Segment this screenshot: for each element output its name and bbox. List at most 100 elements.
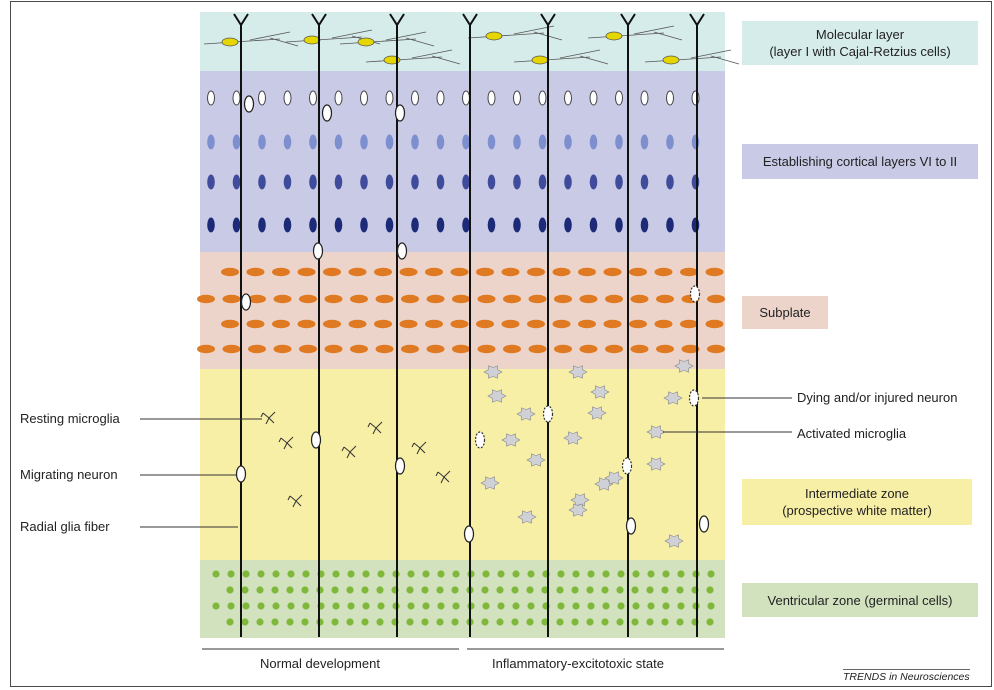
activated-microglia	[604, 471, 624, 485]
cortical-neuron	[360, 174, 368, 190]
subplate-neuron	[680, 267, 698, 277]
subplate-neuron	[705, 319, 724, 329]
migrating-neuron	[625, 517, 637, 535]
subplate-neuron	[603, 319, 622, 329]
germinal-cell	[706, 618, 714, 626]
germinal-cell	[407, 602, 415, 610]
intermediate-zone-title: Intermediate zone	[804, 486, 910, 501]
subplate-neuron	[603, 267, 622, 277]
subplate-neuron	[273, 344, 292, 354]
dying-neuron	[474, 431, 486, 449]
subplate-neuron	[450, 267, 469, 277]
germinal-cell	[647, 570, 655, 578]
immature-neuron	[283, 90, 292, 106]
germinal-cell	[256, 618, 264, 626]
germinal-cell	[376, 618, 384, 626]
germinal-cell	[347, 602, 355, 610]
intermediate-zone-subtitle: (prospective white matter)	[782, 503, 932, 518]
subplate-neuron	[552, 319, 571, 329]
migrating-neuron	[235, 465, 247, 483]
germinal-cell	[407, 570, 415, 578]
germinal-cell	[257, 602, 265, 610]
germinal-cell	[586, 586, 594, 594]
germinal-cell	[526, 586, 534, 594]
subplate-neuron	[501, 267, 520, 277]
molecular-layer-label-box	[742, 21, 978, 65]
germinal-cell	[437, 570, 445, 578]
germinal-cell	[422, 602, 430, 610]
subplate-neuron	[680, 319, 698, 329]
activated-microglia	[646, 457, 666, 471]
dying-neuron	[621, 457, 633, 475]
cortical-neuron	[360, 217, 368, 233]
germinal-cell	[497, 570, 505, 578]
subplate-neuron	[425, 267, 443, 277]
subplate-neuron	[476, 319, 494, 329]
immature-neuron	[666, 90, 674, 106]
germinal-cell	[452, 602, 460, 610]
activated-microglia	[517, 510, 537, 524]
migrating-neuron	[698, 515, 710, 533]
resting-microglia	[260, 411, 276, 425]
molecular-layer-subtitle: (layer I with Cajal-Retzius cells)	[769, 44, 951, 59]
cortical-neuron	[360, 134, 368, 150]
subplate-neuron	[374, 267, 392, 277]
germinal-cell	[617, 570, 625, 578]
activated-microglia	[590, 385, 610, 399]
germinal-cell	[587, 602, 595, 610]
germinal-cell	[362, 602, 370, 610]
cortical-neuron	[385, 217, 394, 233]
subplate-neuron	[707, 294, 725, 304]
cortical-neuron	[334, 174, 343, 190]
immature-neuron	[411, 90, 419, 106]
germinal-cell	[302, 602, 310, 610]
migrating-neuron	[463, 525, 475, 543]
activated-microglia	[501, 433, 521, 447]
radial-glia-endfoot	[462, 13, 478, 27]
subplate-neuron	[426, 344, 445, 354]
germinal-cell	[707, 602, 715, 610]
subplate-neuron	[348, 267, 367, 277]
cortical-neuron	[589, 174, 598, 190]
germinal-cell	[287, 602, 295, 610]
germinal-cell	[271, 586, 279, 594]
subplate-label: Subplate	[742, 296, 828, 329]
subplate-neuron	[579, 294, 598, 304]
cortical-neuron	[385, 174, 394, 190]
subplate-neuron	[399, 267, 418, 277]
subplate-neuron	[503, 294, 521, 304]
cortical-neuron	[283, 217, 292, 233]
cortical-neuron	[691, 174, 700, 190]
subplate-label-box	[742, 296, 828, 329]
germinal-cell	[451, 586, 459, 594]
germinal-cell	[271, 618, 279, 626]
cortical-neuron	[462, 217, 470, 233]
germinal-cell	[677, 602, 685, 610]
cortical-neuron	[232, 134, 241, 150]
radial-glia-endfoot	[233, 13, 249, 27]
immature-neuron	[309, 90, 317, 106]
subplate-neuron	[654, 319, 673, 329]
subplate-neuron	[452, 294, 470, 304]
subplate-neuron	[578, 267, 596, 277]
germinal-cell	[557, 602, 565, 610]
activated-microglia-label: Activated microglia	[797, 426, 907, 441]
subplate-neuron	[450, 319, 469, 329]
ventricular-zone-title: Ventricular zone (germinal cells)	[767, 592, 953, 608]
germinal-cell	[541, 618, 549, 626]
molecular-layer-band	[200, 12, 725, 71]
cortical-neuron	[640, 174, 649, 190]
germinal-cell	[451, 618, 459, 626]
subplate-neuron	[605, 344, 623, 354]
activated-microglia	[570, 493, 590, 507]
germinal-cell	[331, 618, 339, 626]
cortical-neuron	[513, 134, 521, 150]
subplate-neuron	[630, 294, 649, 304]
subplate-neuron	[222, 344, 241, 354]
germinal-cell	[496, 586, 504, 594]
normal-development-label: Normal development	[260, 656, 380, 671]
cortical-neuron	[615, 217, 623, 233]
cajal-retzius-process	[365, 49, 461, 65]
subplate-neuron	[630, 344, 649, 354]
subplate-neuron	[221, 319, 239, 329]
